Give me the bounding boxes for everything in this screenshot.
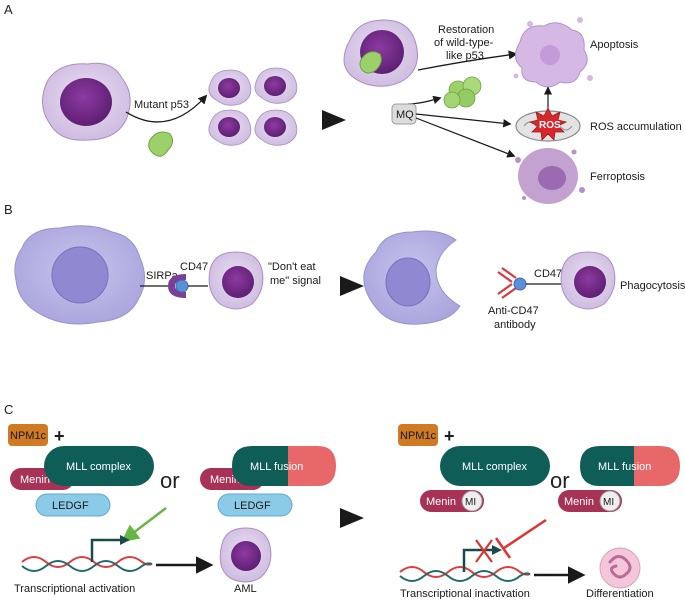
panel-label-a: A [4,2,13,17]
phagocytosis-label: Phagocytosis [620,280,685,292]
dont-eat-line-2: me" signal [270,275,321,287]
menin-label-left: Menin [20,474,50,486]
mll-fusion-label-right: MLL fusion [598,461,651,473]
ledgf-label-left: LEDGF [52,500,89,512]
mll-complex-pill-right [440,446,550,486]
transition-arrow-c [340,508,364,528]
menin-label-right: Menin [426,496,456,508]
mll-complex-label-left: MLL complex [66,461,132,473]
tumor-cell-right [560,251,616,310]
mll-complex-pill-left [44,446,154,486]
antibody-line-1: Anti-CD47 [488,305,539,317]
tss-arrowhead-left [120,535,130,545]
transition-arrow-b [340,276,364,296]
mq-to-p53-arrow [407,95,442,105]
mq-to-ferroptosis-arrow [415,117,516,158]
differentiated-cell [599,547,641,589]
tumor-cell-left [208,251,264,310]
aml-cell [219,527,272,583]
cd47-label-right: CD47 [534,268,562,280]
restoration-arrow [417,50,518,71]
leukemia-cell [42,62,131,141]
activation-arrow [121,507,167,543]
cd47-ligand-right [513,277,527,291]
macrophage-right [363,230,461,325]
ferroptosis-label: Ferroptosis [590,171,646,183]
ferroptotic-cell [515,148,585,204]
cd47-ligand-left [175,279,189,293]
restoration-line-1: Restoration [438,24,494,36]
tss-arrow-left [90,538,122,562]
mutant-p53-label: Mutant p53 [134,99,189,111]
tss-arrowhead-right [492,545,502,555]
cd47-label-left: CD47 [180,261,208,273]
menin-label-right-2: Menin [564,496,594,508]
mi-label-right-2: MI [603,497,614,508]
apoptosis-label: Apoptosis [590,39,639,51]
panel-label-b: B [4,202,13,217]
npm1c-box-left [8,424,48,446]
mll-fusion-pill-right [580,446,680,486]
restoration-line-3: like p53 [446,50,484,62]
differentiation-label: Differentiation [586,588,654,599]
mll-complex-label-right: MLL complex [462,461,528,473]
ledgf-label-left-2: LEDGF [234,500,271,512]
aml-label: AML [234,583,257,595]
treated-cell [343,19,418,87]
apoptotic-cell [513,17,593,88]
inhibition-line [503,518,547,550]
transition-arrow-a [322,110,346,130]
antibody-line-2: antibody [494,319,536,331]
transcriptional-inactivation-label: Transcriptional inactivation [400,588,530,599]
mq-to-ros-arrow [415,113,512,128]
npm1c-label-left: NPM1c [10,430,47,442]
or-left: or [160,468,180,493]
ros-accumulation-label: ROS accumulation [590,121,682,133]
plus-right: + [444,426,455,446]
proliferating-cells [208,67,298,146]
restoration-line-2: of wild-type- [434,37,494,49]
npm1c-box-right [398,424,438,446]
npm1c-label-right: NPM1c [400,430,437,442]
mi-badge-right-2 [599,490,621,512]
proliferation-arrow [125,94,208,123]
dna-left [21,556,153,572]
ledgf-pill-left-2 [217,493,293,517]
mq-label: MQ [396,109,414,121]
mll-fusion-label-left: MLL fusion [250,461,303,473]
menin-label-left-2: Menin [210,474,240,486]
ledgf-pill-left [35,493,111,517]
plus-left: + [54,426,65,446]
mll-fusion-pill-left [232,446,336,486]
wild-type-p53-cluster [443,76,482,109]
ros-badge: ROS [539,120,561,131]
mutant-p53-protein [148,131,174,157]
transcriptional-activation-label: Transcriptional activation [14,583,135,595]
macrophage-left [14,225,145,325]
ros-burst-icon [528,107,568,141]
inhibition-bar [494,537,512,559]
dont-eat-line-1: "Don't eat [268,261,316,273]
dna-right [399,566,531,582]
panel-label-c: C [4,402,13,417]
mi-label-right: MI [465,497,476,508]
block-x-line-2 [475,539,493,563]
mi-badge-right [461,490,483,512]
or-right: or [550,468,570,493]
anti-cd47-antibody [497,267,517,299]
